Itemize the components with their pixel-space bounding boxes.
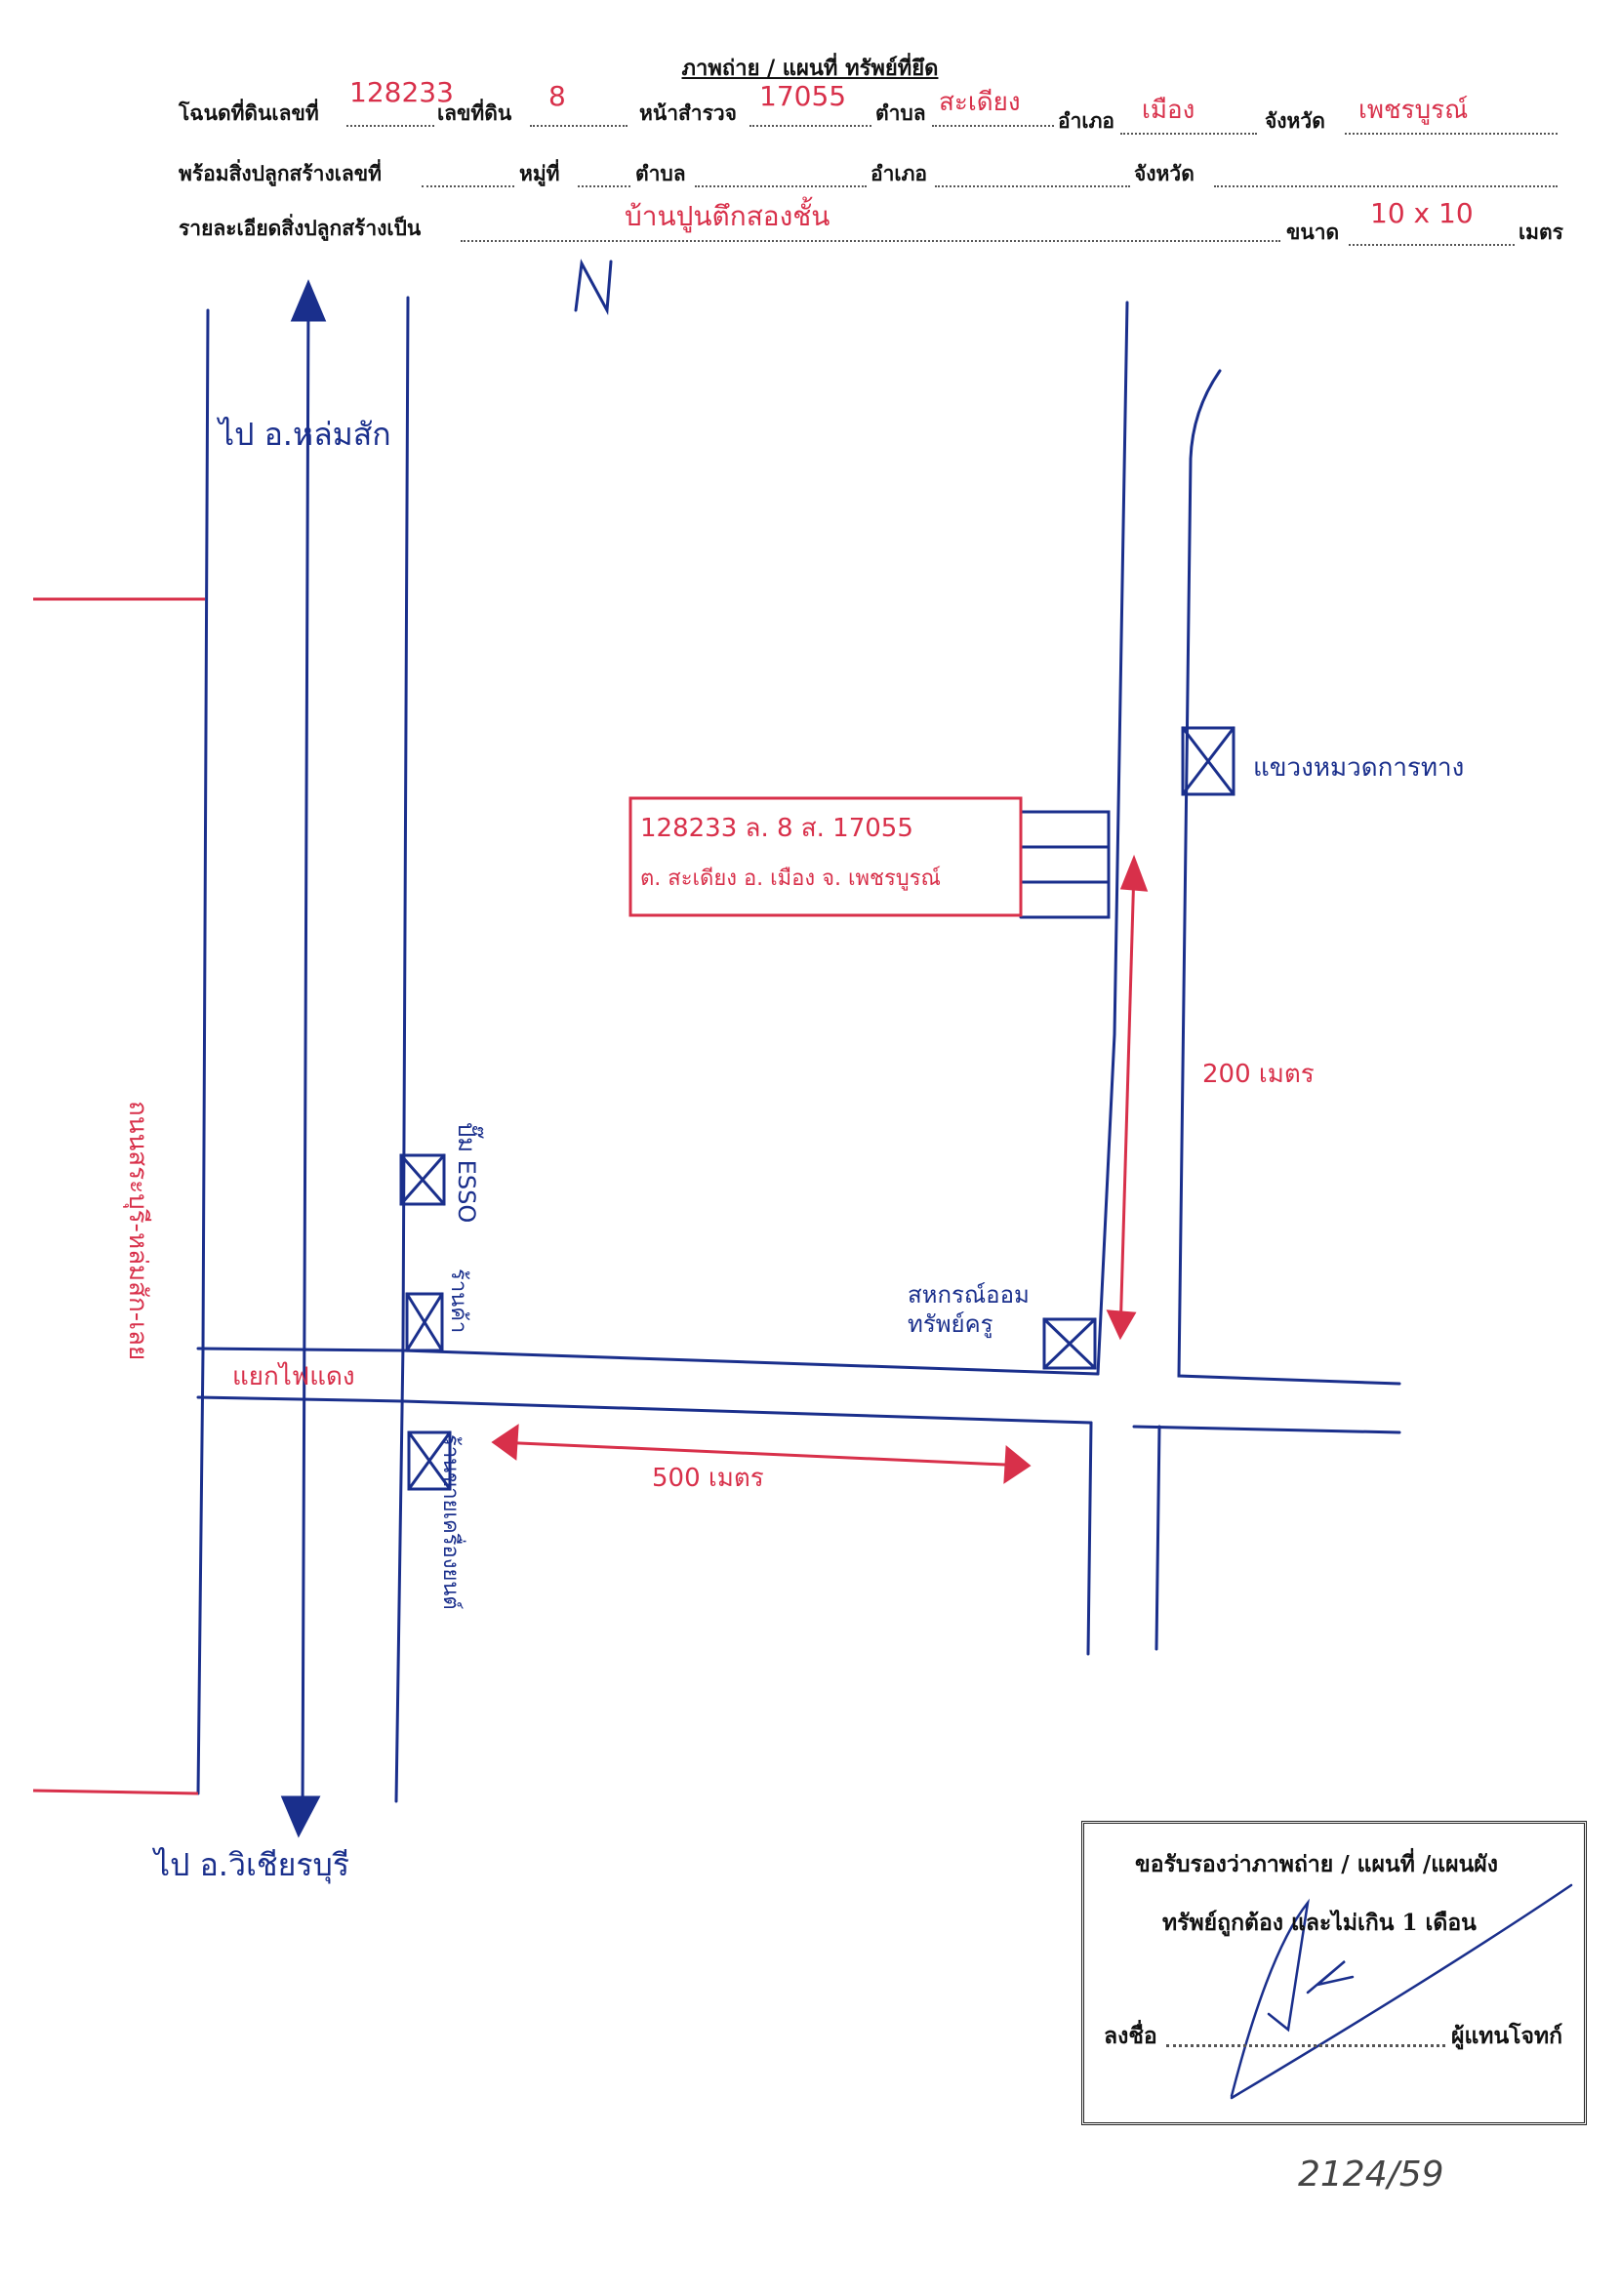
cert-line1: ขอรับรองว่าภาพถ่าย / แผนที่ /แผนผัง [1135, 1851, 1499, 1877]
cross-road-top [196, 1347, 1100, 1376]
signature-scribble [1230, 1883, 1573, 2100]
cert-sign-line [1166, 2044, 1445, 2047]
shop2-label: ร้านขายเครื่องยนต์ [438, 1434, 463, 1610]
right-road-low-b [1154, 1425, 1161, 1651]
shop1-box [405, 1292, 444, 1352]
right-road-left [1096, 301, 1129, 1376]
row2-province-label: จังหวัด [1134, 161, 1195, 185]
plot-line1: 128233 ล. 8 ส. 17055 [640, 814, 913, 843]
shop1-label: ร้านค้า [446, 1269, 470, 1334]
case-number: 2124/59 [1298, 2155, 1444, 2195]
land-no-label: เลขที่ดิน [437, 101, 512, 125]
land-no-line [530, 125, 628, 127]
district-label: อำเภอ [1058, 108, 1115, 133]
right-road-right [1177, 369, 1401, 1386]
subdistrict-label: ตำบล [875, 101, 926, 125]
document-title: ภาพถ่าย / แผนที่ ทรัพย์ที่ยึด [681, 56, 939, 81]
road-center-line [301, 296, 310, 1817]
distance-200-label: 200 เมตร [1202, 1060, 1315, 1089]
unit-label: เมตร [1519, 220, 1563, 244]
esso-label: ปั๊ม ESSO [453, 1122, 480, 1224]
deed-value: 128233 [349, 76, 454, 108]
row2-district-line [935, 185, 1130, 187]
survey-line [749, 125, 871, 127]
certification-box: ขอรับรองว่าภาพถ่าย / แผนที่ /แผนผัง ทรัพ… [1081, 1821, 1587, 2125]
road-left-edge [196, 308, 210, 1795]
coop-box [1042, 1317, 1097, 1370]
esso-box [399, 1153, 446, 1206]
distance-500-label: 500 เมตร [652, 1464, 764, 1493]
highway-office-box [1181, 726, 1235, 796]
district-value: เมือง [1142, 96, 1195, 125]
size-label: ขนาด [1286, 220, 1340, 244]
district-line [1120, 133, 1257, 135]
coop-label: สหกรณ์ออมทรัพย์ครู [908, 1281, 1030, 1338]
cross-road-bottom [196, 1395, 1093, 1425]
building-no-label: พร้อมสิ่งปลูกสร้างเลขที่ [179, 161, 382, 185]
plot-line2: ต. สะเดียง อ. เมือง จ. เพชรบูรณ์ [640, 866, 941, 891]
edge-mark-bottom [32, 1789, 199, 1795]
moo-label: หมู่ที่ [519, 161, 560, 185]
n-letter-icon [574, 259, 613, 316]
survey-value: 17055 [759, 80, 847, 112]
distance-200-arrow [1118, 867, 1136, 1336]
plot-connector [1019, 810, 1111, 919]
detail-line [461, 240, 1280, 242]
highway-office-label: แขวงหมวดการทาง [1253, 753, 1465, 783]
canal-road-label: ถนนสระบุรี-หล่มสัก-เลย [123, 1101, 152, 1361]
to-north-label: ไป อ.หล่มสัก [219, 416, 391, 453]
south-arrow-icon [280, 1795, 321, 1838]
plot-box [628, 796, 1023, 917]
deed-line [346, 125, 434, 127]
detail-label: รายละเอียดสิ่งปลูกสร้างเป็น [179, 216, 422, 240]
to-south-label: ไป อ.วิเชียรบุรี [154, 1846, 350, 1883]
road-right-edge [394, 296, 410, 1803]
province-line [1345, 133, 1558, 135]
north-arrow-icon [290, 279, 327, 322]
detail-value: บ้านปูนตึกสองชั้น [625, 200, 830, 232]
subdistrict-value: สะเดียง [939, 88, 1021, 117]
row2-district-label: อำเภอ [871, 161, 928, 185]
right-road-low-a [1132, 1425, 1401, 1434]
survey-label: หน้าสำรวจ [639, 101, 737, 125]
moo-line [578, 185, 630, 187]
shop2-box [407, 1430, 452, 1491]
cert-line2: ทรัพย์ถูกต้อง และไม่เกิน 1 เดือน [1162, 1910, 1477, 1936]
land-no-value: 8 [548, 80, 566, 112]
size-value: 10 x 10 [1370, 197, 1474, 229]
cross-road-bottom-end [1086, 1421, 1093, 1656]
province-label: จังหวัด [1265, 108, 1325, 133]
province-value: เพชรบูรณ์ [1358, 96, 1469, 125]
cert-sign-role: ผู้แทนโจทก์ [1451, 2023, 1563, 2049]
row2-subdistrict-line [695, 185, 867, 187]
junction-label: แยกไฟแดง [232, 1362, 355, 1391]
building-no-line-2 [422, 185, 514, 187]
cert-sign-label: ลงชื่อ [1104, 2023, 1157, 2049]
row2-subdistrict-label: ตำบล [635, 161, 686, 185]
deed-label: โฉนดที่ดินเลขที่ [179, 101, 319, 125]
distance-500-arrow [497, 1440, 1028, 1468]
subdistrict-line [932, 125, 1054, 127]
size-line [1349, 244, 1515, 246]
row2-province-line [1214, 185, 1558, 187]
